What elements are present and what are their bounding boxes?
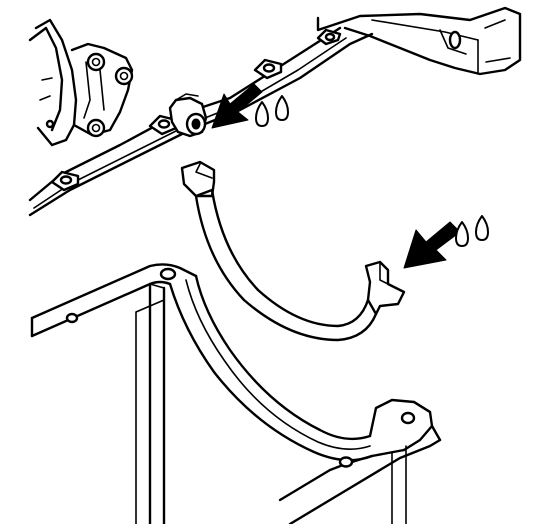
- oil-pan: [30, 263, 442, 524]
- rail-bolt-boss: [50, 170, 80, 192]
- rail-bolt-boss: [253, 58, 283, 80]
- rear-seal-housing: [28, 18, 134, 147]
- rail-bolt-boss: [148, 114, 178, 136]
- arrow-down-left-icon: [211, 83, 263, 129]
- arrow-down-left-icon: [403, 221, 461, 269]
- rear-oil-pan-seal: [180, 160, 406, 342]
- engine-block: [28, 6, 522, 217]
- bearing-cap-boss: [168, 93, 208, 138]
- sealant-drops-icon: [455, 215, 489, 247]
- rail-bolt-boss: [316, 28, 342, 46]
- sealant-drops-icon: [255, 95, 289, 127]
